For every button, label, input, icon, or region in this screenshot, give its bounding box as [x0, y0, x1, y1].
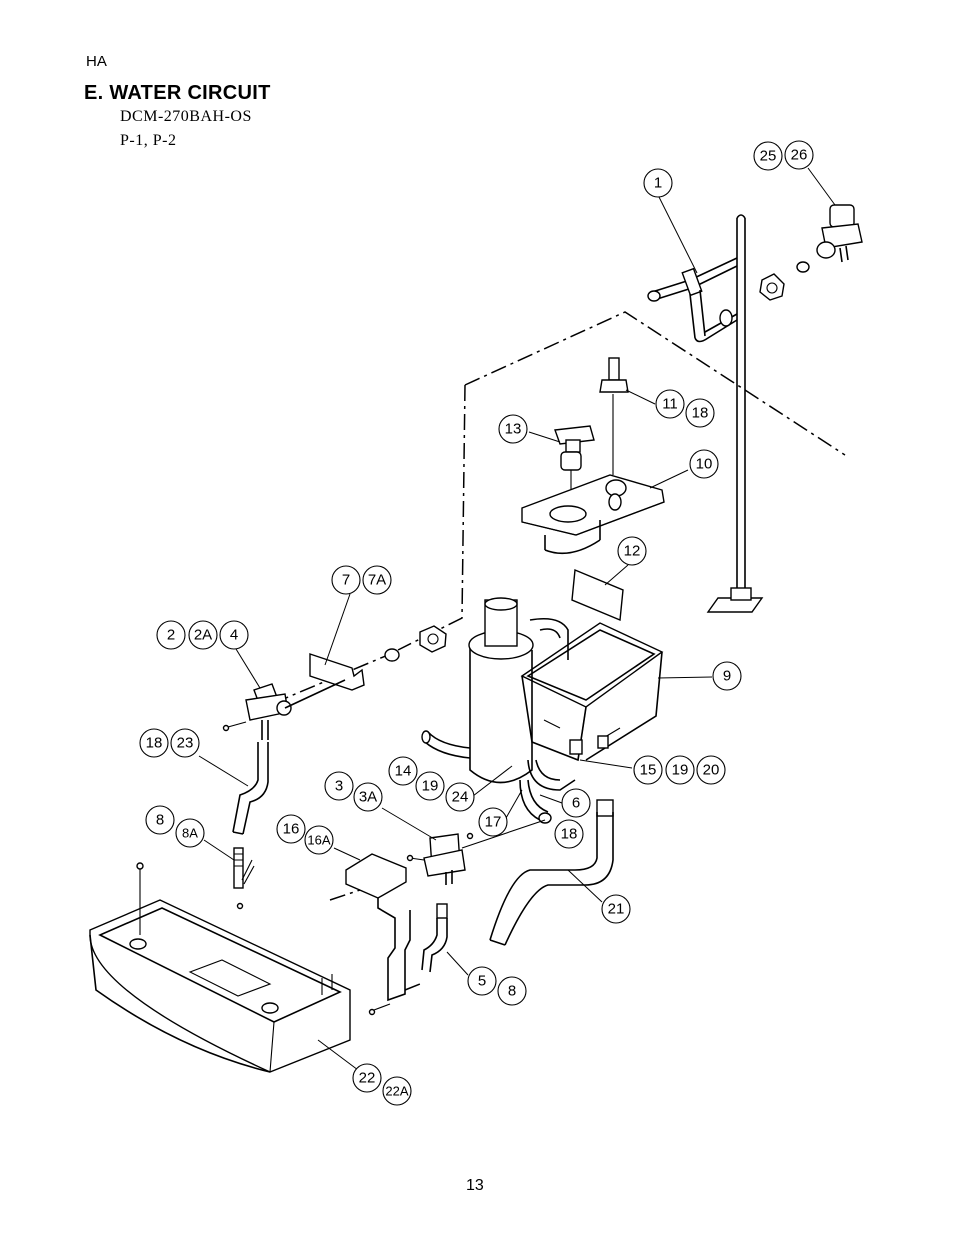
- svg-text:13: 13: [505, 421, 522, 438]
- callout-19-right: 19: [665, 755, 695, 785]
- part-nozzle: [599, 357, 629, 475]
- part-drain-pan: [89, 862, 351, 1073]
- svg-text:16A: 16A: [307, 833, 330, 848]
- callout-3a: 3A: [353, 782, 383, 812]
- callout-7: 7: [331, 565, 361, 595]
- svg-text:11: 11: [662, 396, 678, 413]
- svg-text:23: 23: [177, 735, 194, 752]
- model-number: DCM-270BAH-OS: [120, 108, 252, 125]
- callout-12: 12: [617, 536, 647, 566]
- svg-text:7A: 7A: [368, 572, 386, 589]
- callout-16a: 16A: [304, 825, 334, 855]
- part-water-tank: [520, 622, 664, 762]
- callout-9: 9: [712, 661, 742, 691]
- part-label: [571, 568, 624, 622]
- leader-lines: [198, 167, 836, 1071]
- callout-13: 13: [498, 414, 528, 444]
- svg-text:10: 10: [696, 456, 713, 473]
- page-number: 13: [466, 1177, 484, 1194]
- callouts: 1 25 26 11 18 13 10 12 7 7A 2 2A 4 9 18 …: [139, 140, 814, 1106]
- callout-1: 1: [643, 168, 673, 198]
- callout-26: 26: [784, 140, 814, 170]
- callout-8-right: 8: [497, 976, 527, 1006]
- svg-text:18: 18: [146, 735, 163, 752]
- callout-24: 24: [445, 782, 475, 812]
- svg-text:20: 20: [703, 762, 720, 779]
- part-short-hose: [421, 903, 448, 973]
- part-drain-valve: [406, 819, 546, 885]
- callout-8-left: 8: [145, 805, 175, 835]
- svg-text:17: 17: [485, 814, 502, 831]
- callout-8a: 8A: [175, 818, 205, 848]
- part-reservoir: [421, 597, 569, 784]
- svg-text:25: 25: [760, 148, 777, 165]
- callout-5: 5: [467, 966, 497, 996]
- callout-21: 21: [601, 894, 631, 924]
- callout-4: 4: [219, 620, 249, 650]
- svg-text:2A: 2A: [194, 627, 212, 644]
- part-valve-bracket: [309, 625, 447, 691]
- section-title: E. WATER CIRCUIT: [84, 82, 271, 104]
- callout-2a: 2A: [188, 620, 218, 650]
- svg-text:1: 1: [654, 175, 662, 192]
- callout-10: 10: [689, 449, 719, 479]
- callout-23: 23: [170, 728, 200, 758]
- svg-text:22: 22: [359, 1070, 376, 1087]
- callout-18-left: 18: [139, 728, 169, 758]
- svg-text:3: 3: [335, 778, 343, 795]
- callout-6: 6: [561, 788, 591, 818]
- svg-text:7: 7: [342, 572, 350, 589]
- callout-3: 3: [324, 771, 354, 801]
- callout-14: 14: [388, 756, 418, 786]
- callout-11: 11: [655, 389, 685, 419]
- svg-text:18: 18: [561, 826, 578, 843]
- part-tank-cover: [521, 474, 665, 555]
- svg-text:8A: 8A: [182, 826, 198, 841]
- svg-text:3A: 3A: [359, 789, 377, 806]
- svg-text:8: 8: [156, 812, 164, 829]
- part-inlet-valve: [759, 204, 863, 301]
- svg-text:5: 5: [478, 973, 486, 990]
- callout-18-upper: 18: [685, 398, 715, 428]
- svg-text:24: 24: [452, 789, 469, 806]
- callout-18-mid: 18: [554, 819, 584, 849]
- part-valve-hose: [232, 742, 269, 835]
- part-float-switch: [554, 425, 595, 520]
- callout-16: 16: [276, 814, 306, 844]
- callout-19-left: 19: [415, 771, 445, 801]
- callout-22a: 22A: [382, 1076, 412, 1106]
- callout-15: 15: [633, 755, 663, 785]
- part-inlet-pipe: [647, 214, 764, 613]
- callout-7a: 7A: [362, 565, 392, 595]
- part-water-valve: [222, 679, 346, 740]
- svg-text:19: 19: [672, 762, 689, 779]
- svg-text:4: 4: [230, 627, 238, 644]
- svg-text:8: 8: [508, 983, 516, 1000]
- svg-text:15: 15: [640, 762, 657, 779]
- svg-text:12: 12: [624, 543, 641, 560]
- svg-text:21: 21: [608, 901, 625, 918]
- callout-22: 22: [352, 1063, 382, 1093]
- svg-text:14: 14: [395, 763, 412, 780]
- header-code: HA: [86, 53, 107, 70]
- svg-text:22A: 22A: [385, 1084, 408, 1099]
- part-hose-fitting: [233, 847, 255, 910]
- svg-text:26: 26: [791, 147, 808, 164]
- part-drain-hose: [489, 799, 614, 946]
- svg-text:2: 2: [167, 627, 175, 644]
- svg-text:16: 16: [283, 821, 300, 838]
- parts-reference: P-1, P-2: [120, 132, 177, 149]
- callout-17: 17: [478, 807, 508, 837]
- callout-25: 25: [753, 141, 783, 171]
- callout-2: 2: [156, 620, 186, 650]
- callout-20: 20: [696, 755, 726, 785]
- svg-text:6: 6: [572, 795, 580, 812]
- svg-text:19: 19: [422, 778, 439, 795]
- svg-text:9: 9: [723, 668, 731, 685]
- svg-text:18: 18: [692, 405, 709, 422]
- part-mount-bracket: [329, 853, 421, 1016]
